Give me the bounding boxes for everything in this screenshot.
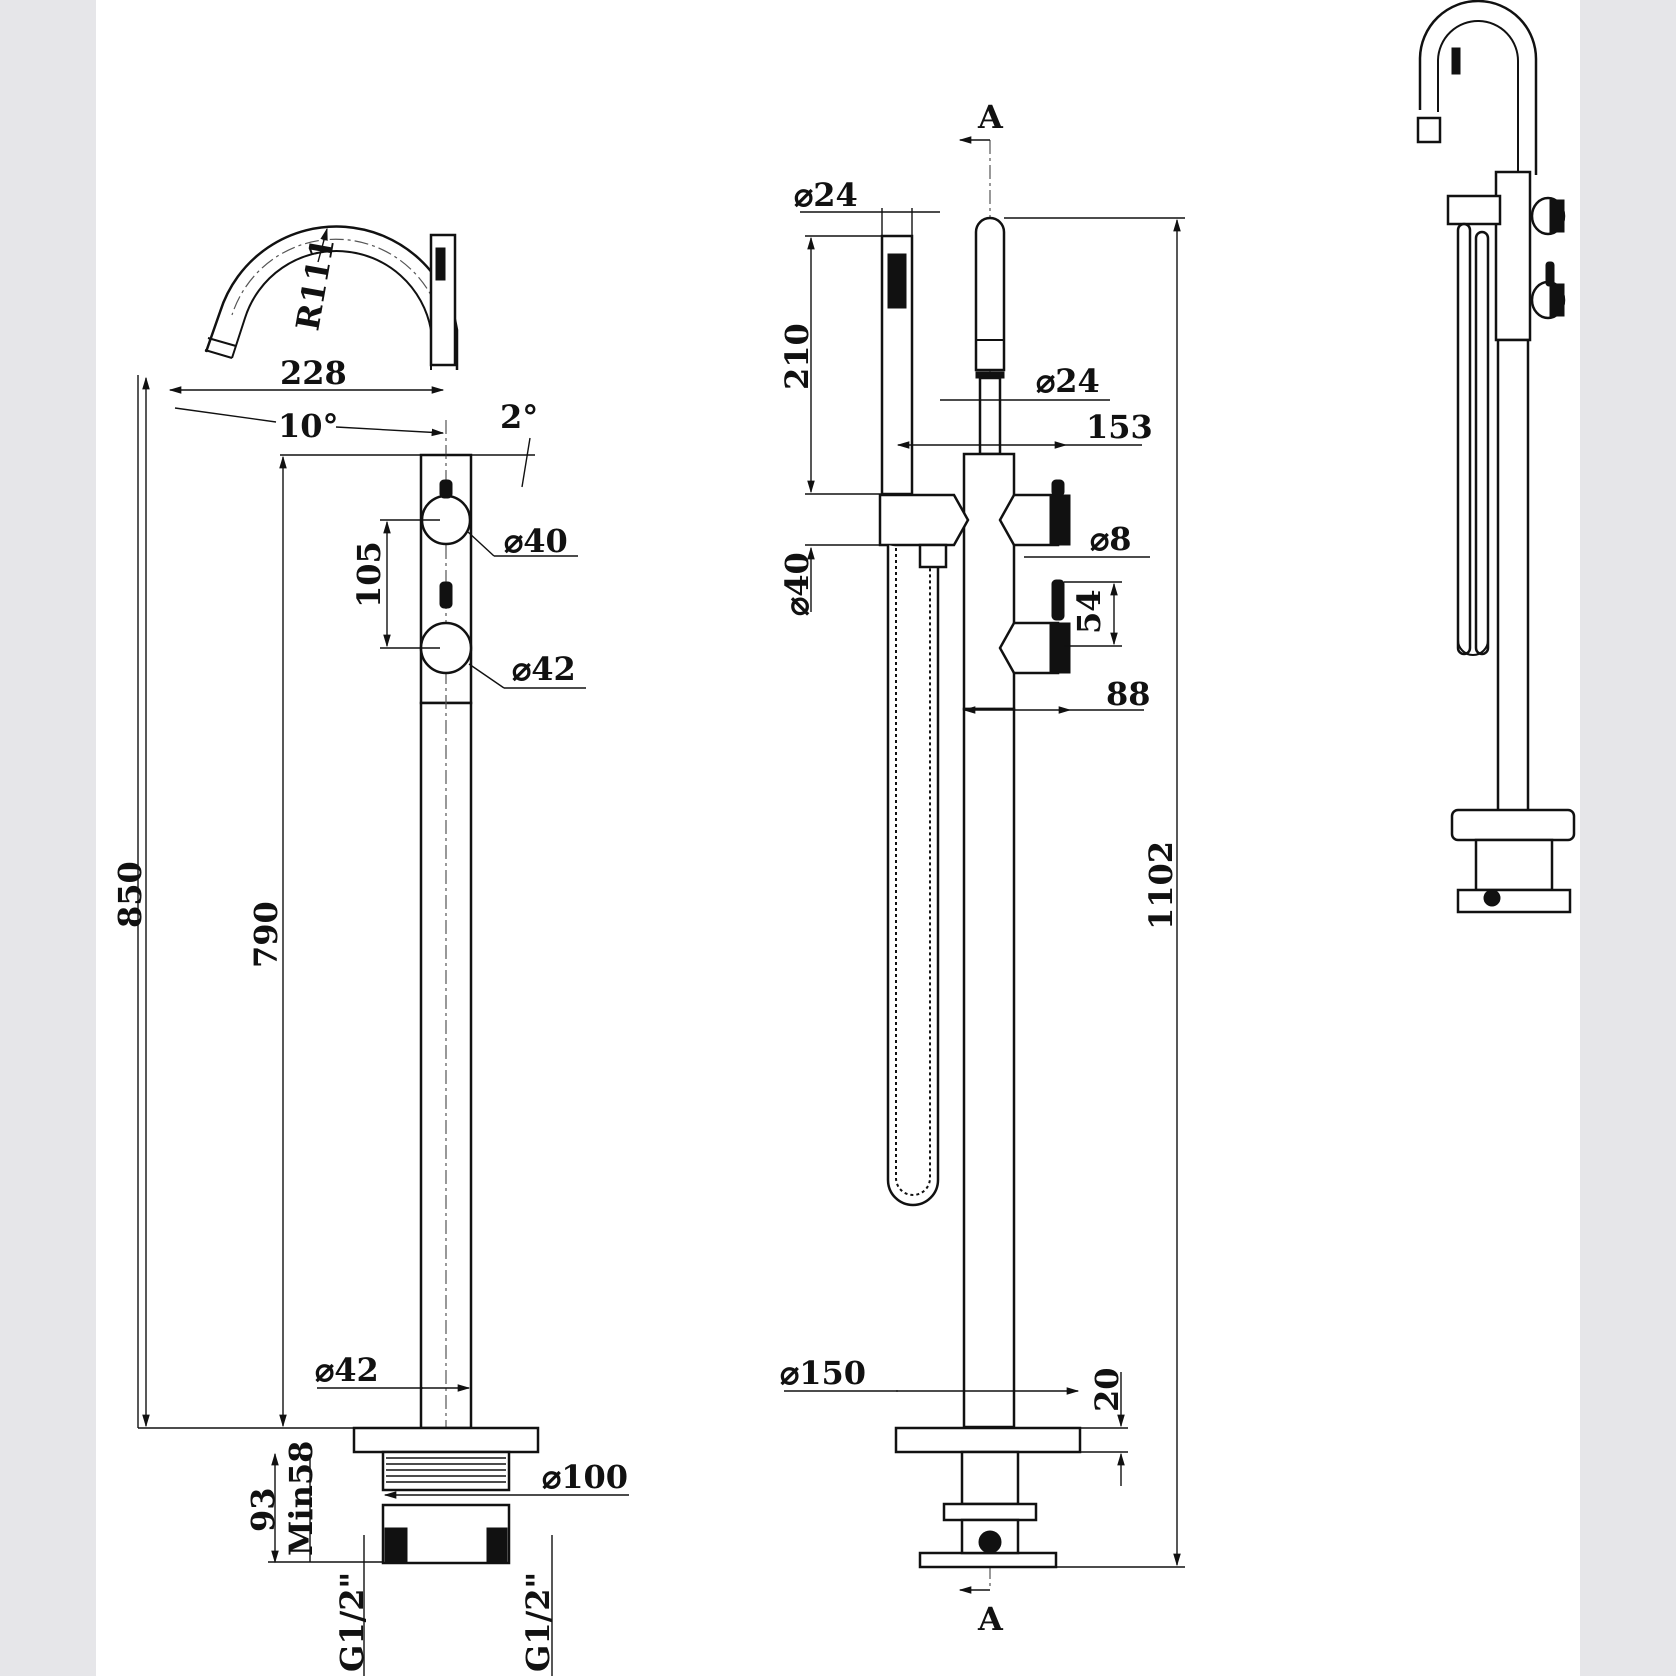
dim-100-text: ⌀100 (542, 1458, 628, 1496)
front-column (962, 707, 1016, 1429)
dim-40-leader (467, 531, 495, 557)
hose-holder-stub (429, 233, 457, 367)
dim-10-leader-b (335, 426, 445, 437)
lower-lever (439, 581, 453, 609)
front-riser (960, 1450, 1020, 1506)
lower-handle-knurl (1049, 622, 1071, 674)
valve-body (962, 452, 1016, 711)
hose-outer (886, 545, 940, 1207)
spout-tip-ring (207, 337, 237, 347)
drawing-sheet: 228 10° R111 2° ⌀40 ⌀42 105 850 790 (96, 0, 1580, 1676)
iso-valve-box (1456, 888, 1572, 914)
dim-210-text: 210 (778, 323, 816, 390)
iso-base (1450, 808, 1576, 842)
front-inlet (978, 1530, 1002, 1554)
dim-42h-leader (468, 663, 505, 689)
section-label-top: A (977, 98, 1004, 136)
dim-40-text: ⌀40 (504, 522, 568, 560)
lower-handle-body (998, 621, 1060, 675)
dim-88-text: 88 (1106, 675, 1151, 713)
spout-inner (231, 250, 432, 370)
dim-228-text: 228 (280, 354, 347, 392)
iso-upper-knurl (1549, 199, 1565, 233)
holder-bracket (878, 493, 970, 547)
hand-shower (880, 234, 914, 496)
dim-105-text: 105 (350, 541, 388, 608)
front-foot (918, 1551, 1058, 1569)
left-inlet (384, 1527, 408, 1563)
spout-neck (978, 376, 1002, 456)
perspective-view (1416, 0, 1576, 914)
dim-24a-text: ⌀24 (794, 176, 858, 214)
hose-nut (918, 543, 948, 569)
front-base-plate (894, 1426, 1082, 1454)
base-plate (352, 1426, 540, 1454)
dim-g-right-text: G1/2" (519, 1572, 557, 1672)
upper-handle-knurl (1049, 494, 1071, 546)
technical-drawing: 228 10° R111 2° ⌀40 ⌀42 105 850 790 (111, 0, 1576, 1676)
right-inlet (486, 1527, 508, 1563)
dim-54-text: 54 (1070, 589, 1108, 634)
dim-2-leader (521, 437, 531, 488)
iso-lower-lever (1545, 261, 1555, 287)
spout-tip (204, 349, 233, 359)
side-view: 228 10° R111 2° ⌀40 ⌀42 105 850 790 (111, 225, 629, 1676)
iso-holder (1446, 194, 1502, 226)
dim-min58-text: Min58 (282, 1441, 320, 1556)
dim-24b-text: ⌀24 (1036, 362, 1100, 400)
dim-10-text: 10° (278, 407, 339, 445)
dim-10-leader-a (174, 407, 277, 423)
section-label-bottom: A (977, 1600, 1004, 1638)
dim-42c-text: ⌀42 (315, 1351, 379, 1389)
dim-153-text: 153 (1086, 408, 1153, 446)
upper-handle-body (998, 493, 1060, 547)
iso-spout-inner (1437, 20, 1520, 175)
upper-lever (1051, 479, 1065, 497)
dim-r111-leader (317, 227, 328, 263)
front-view: A A (778, 98, 1185, 1638)
dim-42h-text: ⌀42 (512, 650, 576, 688)
spout-top-tube (974, 216, 1006, 372)
hose-coil (895, 548, 931, 1196)
holder-grip (435, 247, 446, 281)
dim-8-text: ⌀8 (1090, 520, 1132, 558)
dim-850-text: 850 (111, 861, 149, 928)
iso-handshower-dark (1451, 47, 1461, 75)
iso-spout-outer (1418, 0, 1538, 175)
iso-lower-knurl (1549, 283, 1565, 317)
iso-column (1496, 338, 1530, 820)
iso-hose-b (1474, 230, 1490, 656)
thread-lines (386, 1457, 506, 1483)
dim-2-text: 2° (500, 398, 538, 436)
dim-20-text: 20 (1088, 1367, 1126, 1412)
iso-hose-a (1456, 222, 1472, 656)
lower-lever (1051, 579, 1065, 621)
dim-790-text: 790 (247, 901, 285, 968)
iso-hose-loop (1457, 639, 1489, 656)
dim-93-text: 93 (244, 1487, 282, 1532)
iso-inlet (1483, 889, 1501, 907)
dim-1102-text: 1102 (1142, 841, 1180, 930)
iso-spout-tip (1416, 116, 1442, 144)
shower-head-grid (887, 253, 907, 309)
front-flange (942, 1502, 1038, 1522)
dim-40f-text: ⌀40 (778, 552, 816, 616)
upper-lever (439, 479, 453, 499)
dim-g-left-text: G1/2" (333, 1572, 371, 1672)
iso-thread (1474, 838, 1554, 892)
dim-150-text: ⌀150 (780, 1354, 866, 1392)
